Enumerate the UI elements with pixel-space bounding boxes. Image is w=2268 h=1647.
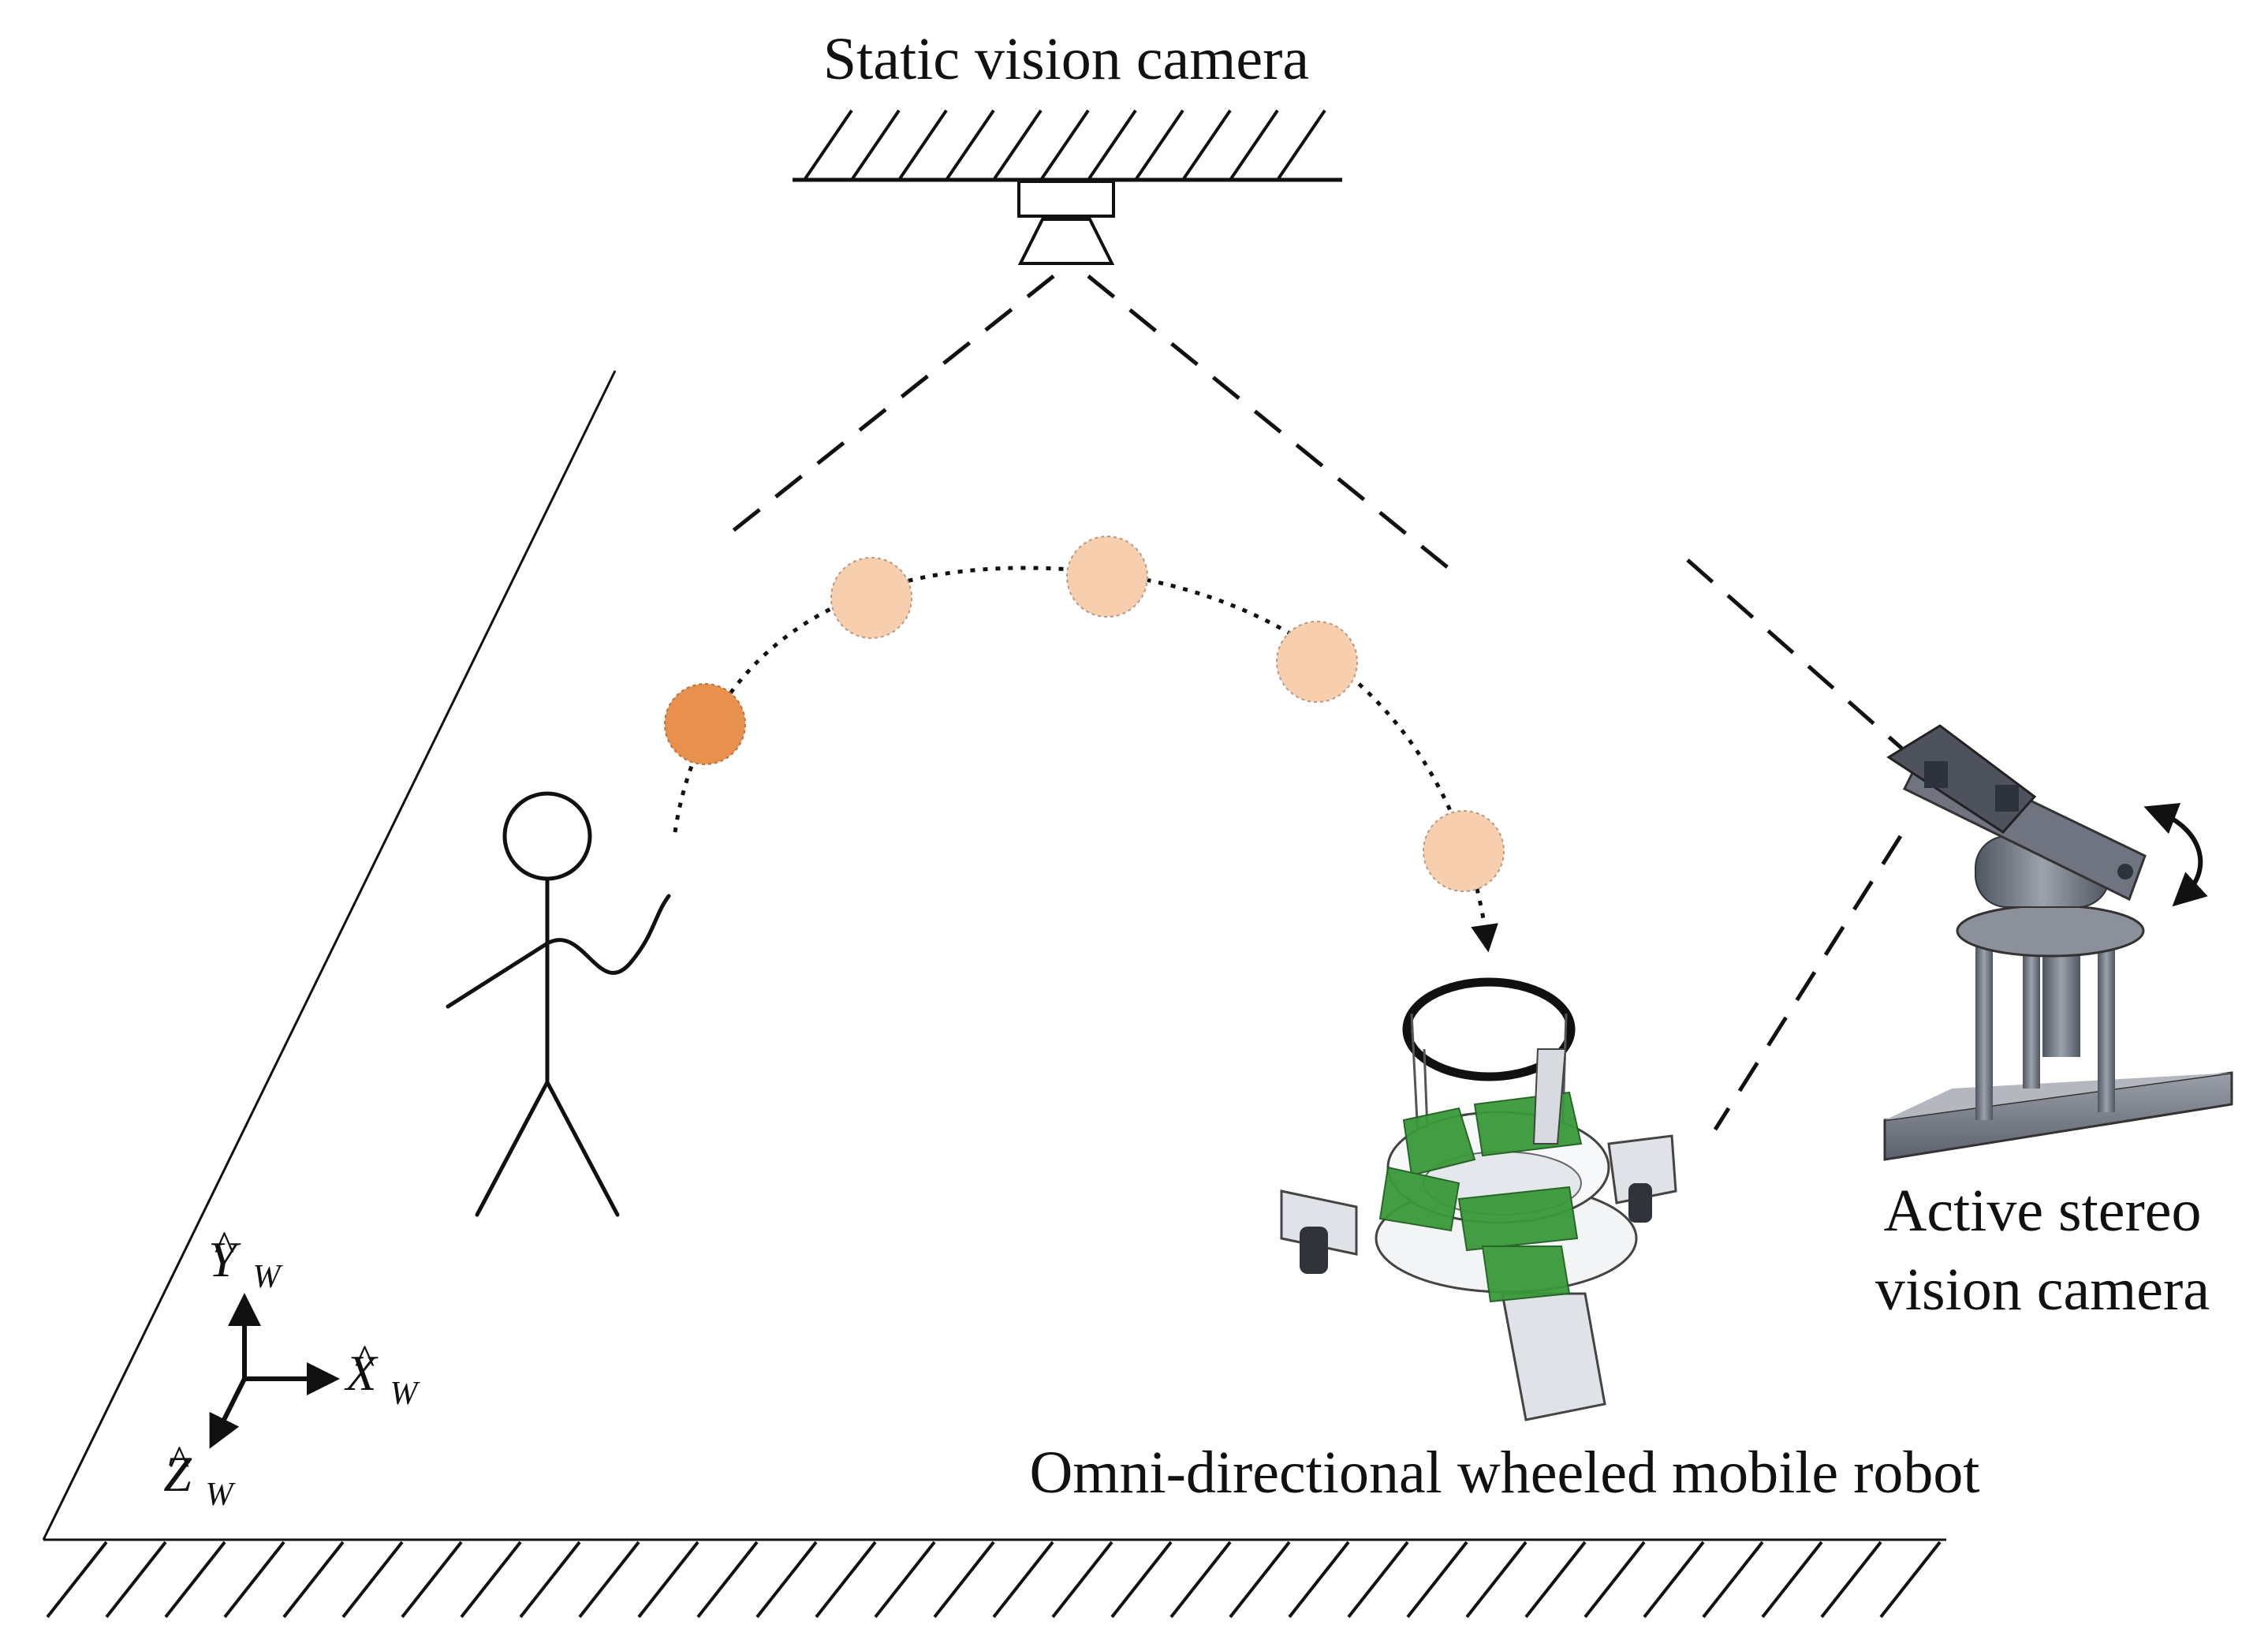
world-axes (209, 1293, 340, 1449)
ball-trajectory (673, 566, 1498, 953)
floor-hatch (46, 1541, 1942, 1619)
y-axis-label: ^ Y W (208, 1223, 283, 1295)
ball-positions (664, 536, 1505, 892)
static-camera-icon (1017, 180, 1115, 265)
svg-text:^: ^ (354, 1336, 375, 1384)
ball-4 (1276, 621, 1358, 703)
svg-text:W: W (253, 1259, 284, 1295)
svg-text:Y: Y (208, 1231, 241, 1287)
active-camera-label-line2: vision camera (1875, 1257, 2210, 1323)
svg-text:^: ^ (169, 1437, 189, 1485)
ball-1 (664, 683, 746, 765)
floor-plane (42, 370, 1946, 1541)
ceiling (793, 109, 1342, 182)
svg-text:W: W (390, 1376, 421, 1412)
svg-text:X: X (343, 1345, 379, 1401)
ball-3 (1066, 536, 1148, 618)
x-axis-label: ^ X W (343, 1336, 420, 1412)
svg-text:^: ^ (214, 1223, 234, 1270)
active-stereo-camera-image (1883, 724, 2233, 1161)
static-camera-fov (722, 274, 1464, 581)
person-figure (446, 791, 671, 1217)
static-camera-label: Static vision camera (823, 26, 1309, 92)
z-axis-label: ^ Z W (163, 1437, 236, 1513)
ball-5 (1423, 810, 1505, 892)
svg-text:W: W (206, 1477, 237, 1513)
ball-2 (830, 557, 912, 639)
active-camera-fov (1686, 558, 1949, 1131)
svg-text:Z: Z (163, 1446, 192, 1502)
robot-label: Omni-directional wheeled mobile robot (1029, 1440, 1979, 1506)
active-camera-label-line1: Active stereo (1883, 1178, 2201, 1244)
omni-robot-image (1280, 977, 1677, 1421)
